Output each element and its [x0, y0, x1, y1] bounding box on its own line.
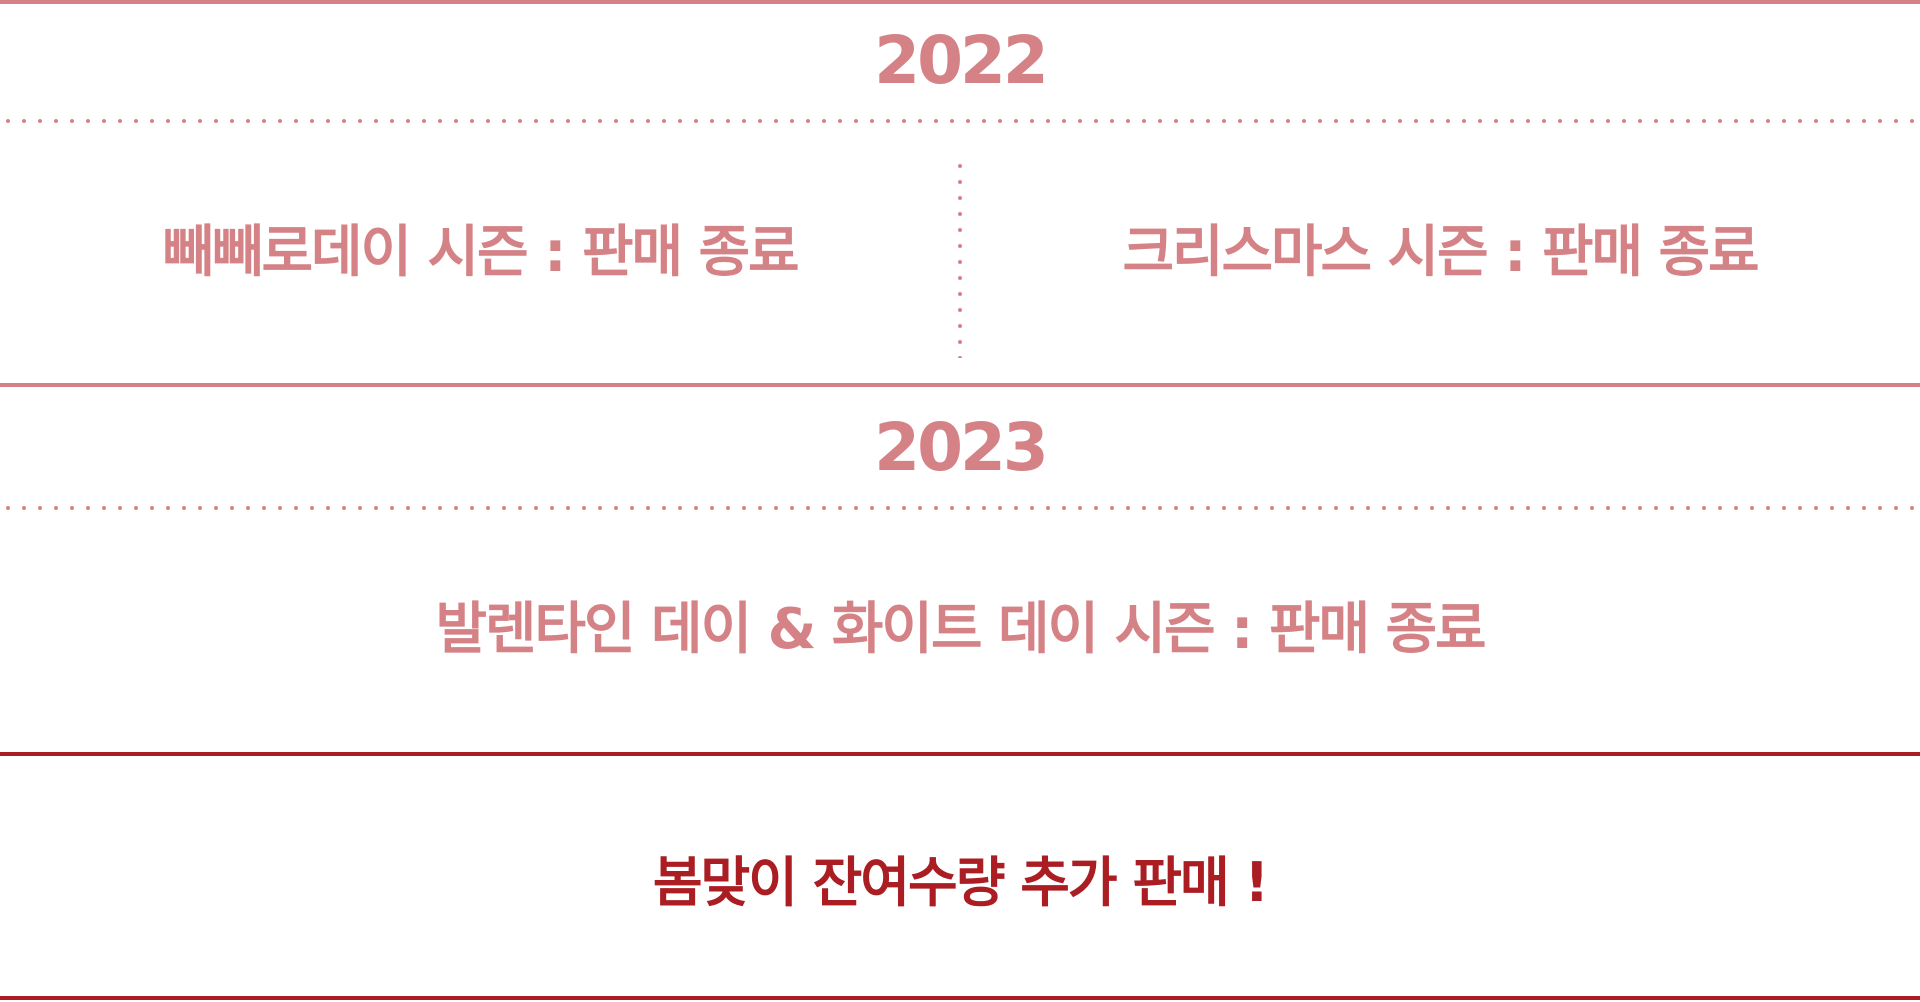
year-2022-heading: 2022	[874, 22, 1049, 99]
year-2022-dotted-divider	[0, 119, 1920, 123]
top-divider	[0, 0, 1920, 4]
announcement-top-divider	[0, 752, 1920, 756]
announcement-bottom-divider	[0, 996, 1920, 1000]
year-2023-dotted-divider	[0, 506, 1920, 510]
season-valentine-white-day-status: 발렌타인 데이 & 화이트 데이 시즌 : 판매 종료	[435, 597, 1486, 662]
year-2023-heading: 2023	[874, 409, 1049, 486]
year-2023-divider	[0, 383, 1920, 387]
spring-additional-sale-announcement: 봄맞이 잔여수량 추가 판매 !	[652, 851, 1269, 914]
season-column-dotted-divider	[958, 158, 962, 358]
season-pepero-day-status: 빼빼로데이 시즌 : 판매 종료	[162, 220, 799, 285]
season-christmas-status: 크리스마스 시즌 : 판매 종료	[1122, 220, 1759, 285]
